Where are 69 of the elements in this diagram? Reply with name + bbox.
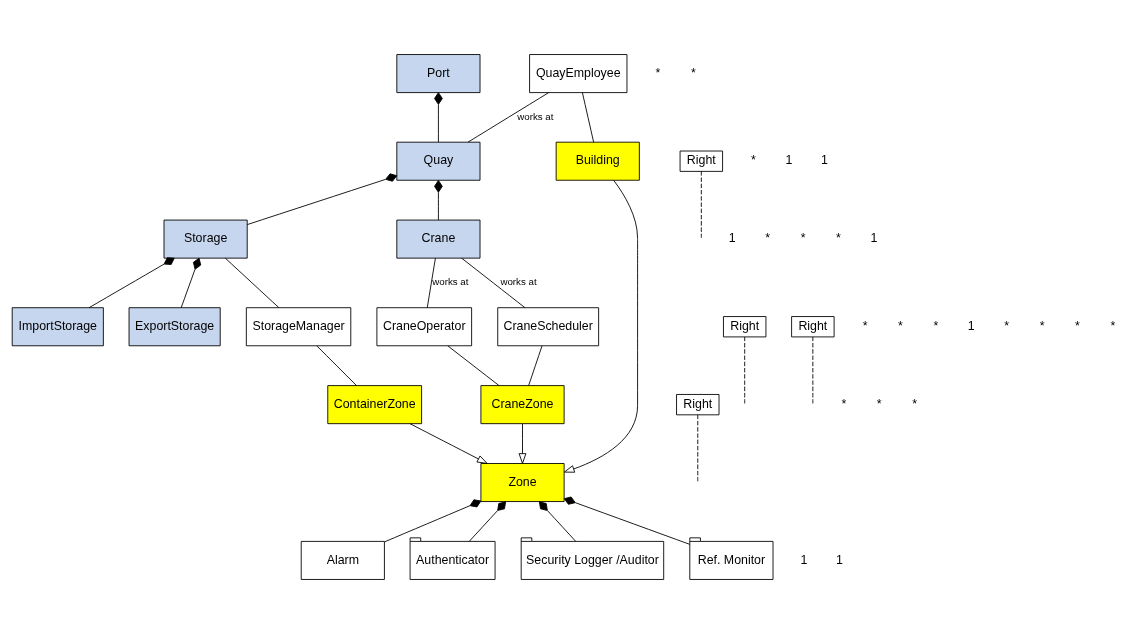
connector	[539, 500, 577, 542]
label: *	[912, 396, 918, 411]
label: 1	[835, 552, 843, 567]
label: 1	[820, 152, 828, 167]
node-box: Right	[679, 150, 723, 172]
edge-label: works at	[432, 275, 469, 287]
edge-label: works at	[517, 110, 554, 122]
label: *	[1039, 318, 1045, 333]
connector	[812, 336, 814, 404]
connector	[246, 172, 398, 225]
node-box: Right	[723, 315, 767, 337]
node-box: Building	[555, 141, 640, 181]
label: 1	[800, 552, 808, 567]
label: *	[933, 318, 939, 333]
node-box: Port	[396, 53, 481, 93]
node-box: CraneZone	[480, 384, 565, 424]
connector	[528, 345, 543, 386]
node-box: QuayEmployee	[529, 53, 628, 93]
connector	[316, 345, 357, 386]
node-box: Storage	[163, 219, 248, 259]
arrow	[518, 423, 527, 464]
node-box: ContainerZone	[327, 384, 423, 424]
node-box: Zone	[480, 462, 565, 502]
node-box: StorageManager	[245, 306, 352, 346]
node-box: Alarm	[300, 540, 385, 580]
label: 1	[728, 230, 736, 245]
label: *	[876, 396, 882, 411]
connector	[88, 256, 175, 308]
label: 1	[785, 152, 793, 167]
connector	[447, 344, 500, 386]
node-box: Right	[791, 315, 835, 337]
connector	[426, 257, 436, 308]
node-box: CraneScheduler	[497, 306, 600, 346]
label: *	[862, 318, 868, 333]
node-box: ExportStorage	[128, 306, 221, 346]
label: *	[751, 152, 756, 167]
edge-label: works at	[500, 275, 537, 287]
connector	[744, 336, 746, 404]
connector	[581, 91, 595, 143]
label: *	[841, 396, 847, 411]
node-box: CraneOperator	[376, 306, 473, 346]
node-box: Crane	[396, 219, 481, 259]
node-box: Right	[676, 393, 720, 415]
label: *	[1075, 318, 1080, 333]
label: 1	[967, 318, 975, 333]
connector	[434, 91, 443, 143]
connector	[224, 257, 280, 308]
connector	[434, 179, 443, 220]
connector	[467, 91, 550, 143]
connector	[697, 413, 699, 482]
connector	[468, 500, 507, 542]
label: *	[655, 65, 661, 80]
arrow	[409, 422, 488, 464]
label: *	[765, 230, 771, 245]
label: *	[1004, 318, 1010, 333]
connector	[461, 257, 526, 308]
label: *	[1110, 318, 1116, 333]
label: 1	[870, 230, 878, 245]
label: *	[800, 230, 806, 245]
arrow	[563, 179, 639, 473]
connector	[180, 257, 202, 308]
connector	[563, 496, 691, 545]
label: *	[690, 65, 696, 80]
label: *	[836, 230, 841, 245]
connector	[700, 170, 702, 239]
node-box: ImportStorage	[11, 306, 104, 346]
label: *	[898, 318, 903, 333]
connector	[384, 498, 482, 542]
node-box: Quay	[396, 141, 481, 181]
